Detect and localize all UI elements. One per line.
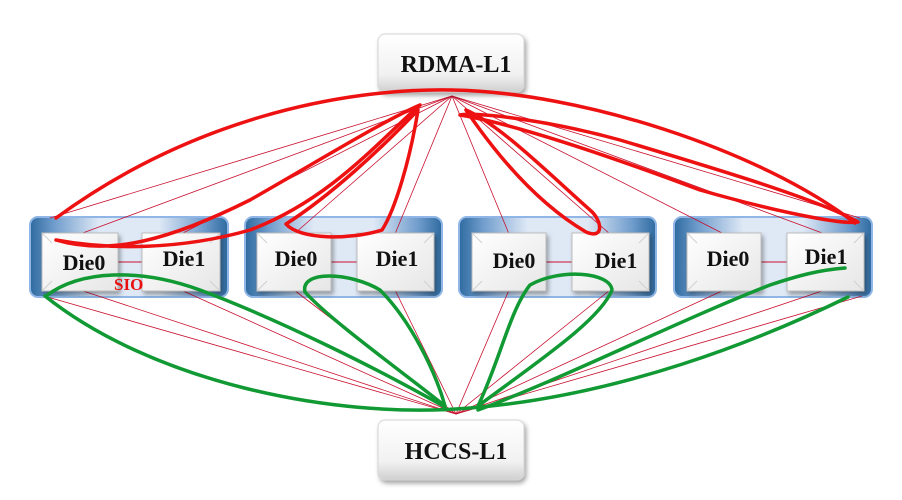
hccs-path-chip1 xyxy=(303,274,447,408)
link-line xyxy=(79,289,457,415)
die0-box xyxy=(256,232,332,292)
link-line xyxy=(49,95,453,219)
hccs-switch-label: HCCS-L1 xyxy=(405,439,508,465)
rdma-path-outer xyxy=(54,88,857,225)
link-line xyxy=(293,95,453,235)
die1-box xyxy=(786,232,865,292)
link-line xyxy=(394,289,457,415)
sio-label: SIO xyxy=(114,275,143,294)
link-line xyxy=(451,95,725,235)
die1-label: Die1 xyxy=(805,244,848,269)
link-line xyxy=(180,289,457,415)
die1-label: Die1 xyxy=(376,246,419,271)
rdma-switch xyxy=(377,33,525,93)
die0-label: Die0 xyxy=(493,248,536,273)
link-line xyxy=(394,95,453,235)
link-line xyxy=(455,289,510,415)
die0-label: Die0 xyxy=(275,246,318,271)
rdma-path-chip0 xyxy=(54,103,422,249)
die1-box xyxy=(571,232,650,292)
die1-box xyxy=(356,232,435,292)
rdma-path-chip2 xyxy=(464,108,602,236)
link-line xyxy=(455,289,725,415)
link-line xyxy=(455,289,611,415)
hccs-path-chip3 xyxy=(476,266,847,412)
hccs-path-outer xyxy=(43,294,850,412)
link-line xyxy=(455,295,863,415)
rdma-paths xyxy=(54,88,860,249)
die0-label: Die0 xyxy=(707,246,750,271)
hccs-path-chip2 xyxy=(476,272,614,408)
link-line xyxy=(43,295,457,415)
link-line xyxy=(451,95,861,219)
link-line xyxy=(451,95,510,235)
rdma-switch-label: RDMA-L1 xyxy=(401,52,512,78)
die0-box xyxy=(686,232,762,292)
hccs-switch xyxy=(377,419,525,481)
rdma-path-chip3 xyxy=(458,112,860,225)
hccs-paths xyxy=(43,266,850,412)
rdma-path-chip1 xyxy=(284,108,420,239)
die1-label: Die1 xyxy=(595,248,638,273)
die0-label: Die0 xyxy=(63,250,106,275)
die1-label: Die1 xyxy=(163,246,206,271)
hccs-path-chip0 xyxy=(44,273,447,409)
die-bevels xyxy=(41,232,865,292)
